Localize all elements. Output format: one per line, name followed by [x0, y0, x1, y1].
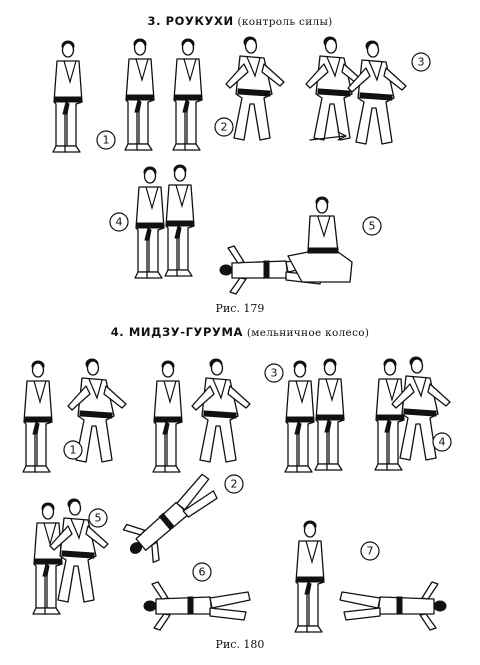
- svg-text:6: 6: [199, 566, 206, 579]
- section-title-note: (контроль силы): [237, 16, 333, 28]
- step-number: 4: [432, 432, 452, 452]
- motion-arrow-head: [337, 131, 348, 141]
- judoka-figure: [52, 40, 83, 153]
- judoka-figure: [294, 520, 325, 633]
- judoka-figure: [143, 581, 251, 631]
- judoka-figure: [284, 360, 315, 473]
- judoka-figure: [191, 358, 251, 463]
- svg-text:4: 4: [439, 436, 446, 449]
- figure-caption: Рис. 180: [215, 638, 265, 651]
- section-title-main: 3. РОУКУХИ: [147, 14, 234, 28]
- motion-arrow: [309, 135, 346, 141]
- section-title-roukuhi: 3. РОУКУХИ (контроль силы): [0, 14, 480, 28]
- svg-text:4: 4: [116, 216, 123, 229]
- svg-text:7: 7: [367, 545, 374, 558]
- svg-text:1: 1: [70, 444, 77, 457]
- section-title-note: (мельничное колесо): [246, 327, 370, 339]
- judoka-figure: [152, 360, 183, 473]
- step-number: 1: [96, 130, 116, 150]
- svg-text:3: 3: [271, 367, 278, 380]
- section-title-mizu-guruma: 4. МИДЗУ-ГУРУМА (мельничное колесо): [0, 325, 480, 339]
- step-number: 3: [411, 52, 431, 72]
- svg-text:1: 1: [103, 134, 110, 147]
- step-number: 5: [88, 508, 108, 528]
- svg-text:2: 2: [231, 478, 238, 491]
- judoka-figure-thrown: [115, 464, 229, 571]
- judoka-figure: [164, 164, 195, 277]
- judoka-figure: [374, 358, 405, 471]
- step-number: 2: [224, 474, 244, 494]
- figure-caption: Рис. 179: [215, 302, 265, 315]
- step-number: 2: [214, 117, 234, 137]
- judoka-figure: [225, 36, 285, 141]
- step-number: 4: [109, 212, 129, 232]
- judoka-figure: [172, 38, 203, 151]
- step-number: 3: [264, 363, 284, 383]
- judoka-figure: [347, 40, 407, 145]
- svg-text:3: 3: [418, 56, 425, 69]
- judoka-figure: [339, 581, 447, 631]
- step-number: 7: [360, 541, 380, 561]
- svg-text:5: 5: [369, 220, 376, 233]
- step-number: 5: [362, 216, 382, 236]
- judoka-figure: [314, 358, 345, 471]
- step-number: 1: [63, 440, 83, 460]
- judoka-figure: [22, 360, 53, 473]
- judoka-figure-kneeling: [287, 196, 353, 283]
- section-title-main: 4. МИДЗУ-ГУРУМА: [110, 325, 244, 339]
- judoka-figure: [124, 38, 155, 151]
- step-number: 6: [192, 562, 212, 582]
- svg-text:5: 5: [95, 512, 102, 525]
- judoka-figure: [32, 502, 63, 615]
- judoka-figure: [134, 166, 165, 279]
- svg-text:2: 2: [221, 121, 228, 134]
